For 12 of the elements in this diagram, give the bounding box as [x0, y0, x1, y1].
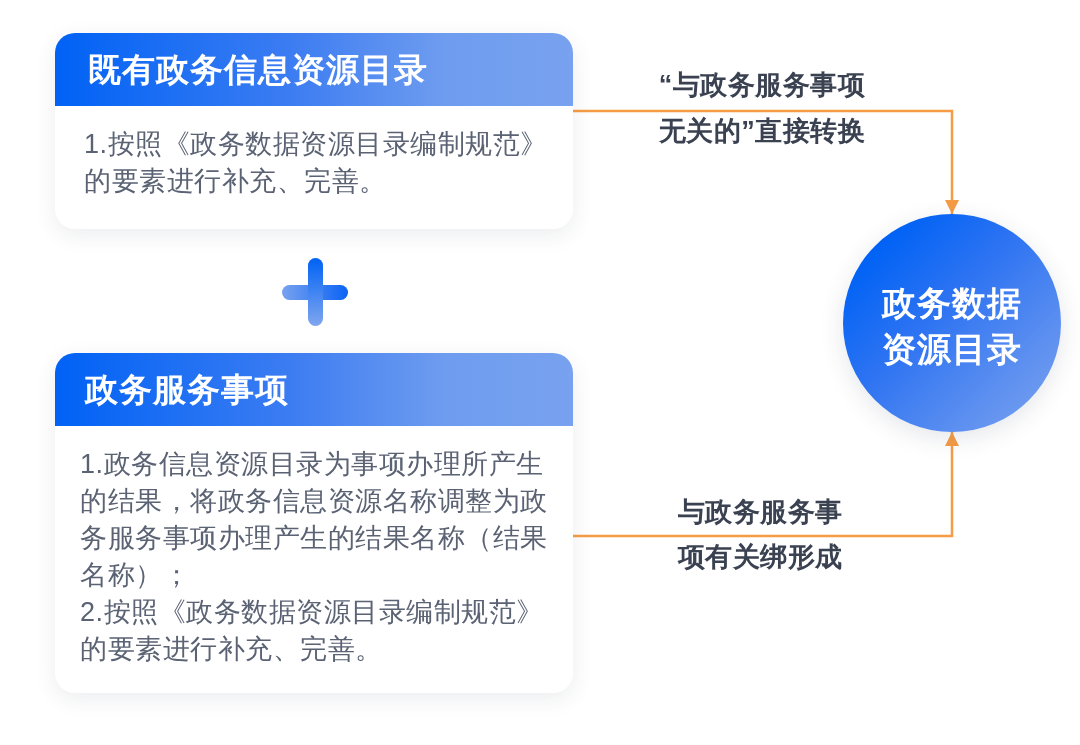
info-card	[55, 353, 573, 693]
circle-node: 政务数据资源目录	[843, 214, 1061, 432]
card-text: 2.按照《政务数据资源目录编制规范》的要素进行补充、完善。	[80, 596, 545, 666]
arrow	[573, 432, 959, 538]
arrow	[573, 109, 959, 214]
card-text: 1.按照《政务数据资源目录编制规范》的要素进行补充、完善。	[84, 128, 549, 198]
card-text: 1.政务信息资源目录为事项办理所产生的结果，将政务信息资源名称调整为政务服务事项办理产生的结果名称（结果名称）；	[80, 448, 549, 592]
edge-label: 与政务服务事项有关绑形成	[676, 496, 844, 574]
card-heading: 政务服务事项	[55, 353, 573, 426]
card-heading: 既有政务信息资源目录	[55, 33, 573, 106]
edge-label: “与政务服务事项无关的”直接转换	[657, 69, 867, 148]
info-card	[55, 33, 573, 229]
